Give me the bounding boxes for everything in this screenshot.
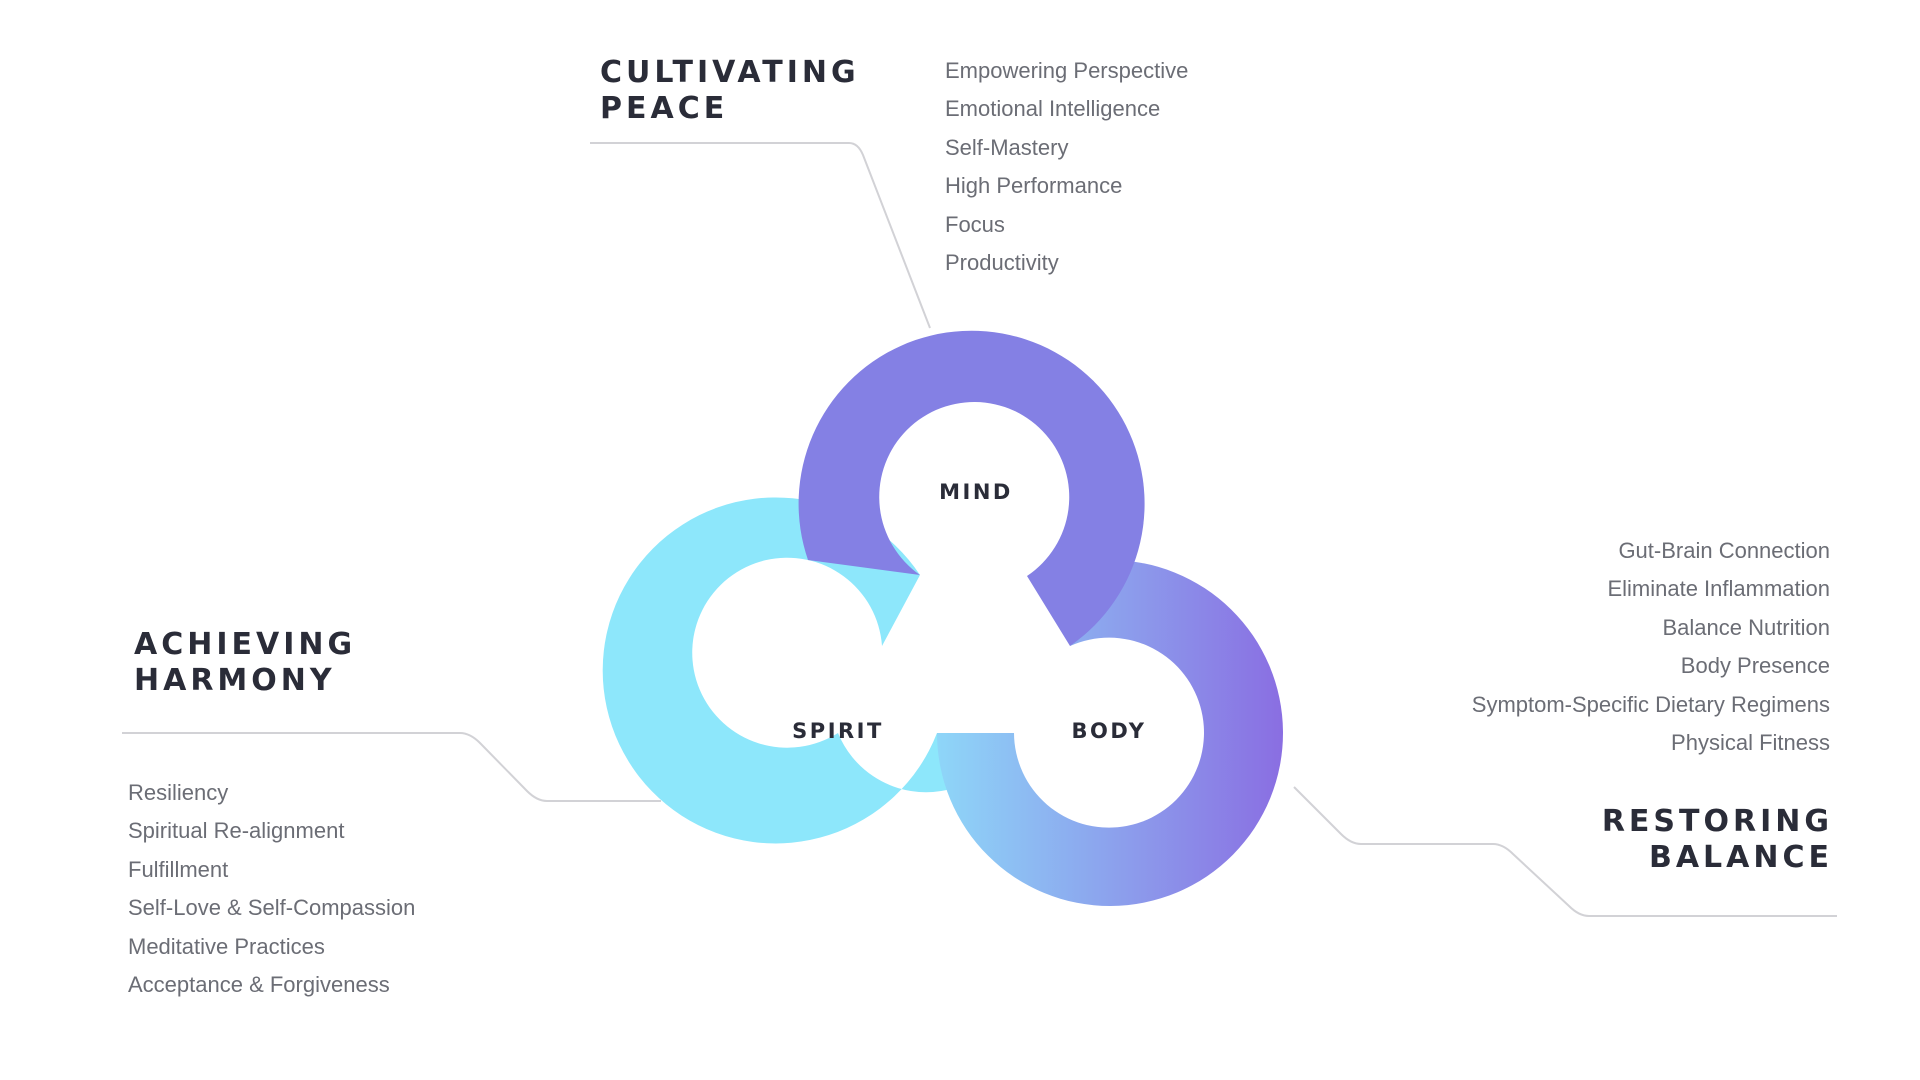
list-item: High Performance — [945, 173, 1123, 199]
list-item: Focus — [945, 211, 1005, 237]
spirit-topic-list: Resiliency Spiritual Re-alignment Fulfil… — [128, 774, 415, 1004]
list-item: Symptom-Specific Dietary Regimens — [1471, 691, 1830, 717]
mind-heading: CULTIVATING PEACE — [600, 55, 860, 127]
spirit-heading-line-1: ACHIEVING — [134, 627, 357, 662]
mind-heading-line-2: PEACE — [600, 91, 729, 126]
mind-topic-list: Empowering Perspective Emotional Intelli… — [945, 52, 1188, 282]
body-connector-line — [1293, 786, 1837, 917]
list-item: Body Presence — [1680, 653, 1830, 679]
spirit-label: SPIRIT — [792, 719, 884, 743]
spirit-heading: ACHIEVING HARMONY — [134, 627, 356, 699]
body-heading: RESTORING BALANCE — [1602, 804, 1833, 876]
body-topic-list: Gut-Brain Connection Eliminate Inflammat… — [1472, 532, 1830, 762]
spirit-connector-line — [122, 732, 661, 802]
mind-connector-line — [590, 142, 931, 329]
list-item: Productivity — [945, 250, 1059, 276]
list-item: Eliminate Inflammation — [1607, 576, 1830, 602]
mind-ring — [798, 330, 1145, 646]
list-item: Gut-Brain Connection — [1618, 538, 1830, 563]
list-item: Fulfillment — [128, 856, 229, 882]
list-item: Self-Love & Self-Compassion — [128, 895, 416, 921]
list-item: Acceptance & Forgiveness — [128, 972, 390, 998]
list-item: Spiritual Re-alignment — [128, 818, 345, 844]
body-heading-line-2: BALANCE — [1648, 840, 1833, 875]
mind-heading-line-1: CULTIVATING — [600, 55, 860, 90]
list-item: Empowering Perspective — [945, 58, 1189, 83]
body-label: BODY — [1072, 719, 1147, 743]
spirit-heading-line-2: HARMONY — [134, 663, 336, 698]
list-item: Balance Nutrition — [1662, 614, 1830, 640]
list-item: Self-Mastery — [945, 134, 1069, 160]
list-item: Meditative Practices — [128, 933, 325, 959]
list-item: Resiliency — [128, 780, 229, 805]
mind-label: MIND — [939, 480, 1013, 504]
list-item: Emotional Intelligence — [945, 96, 1161, 122]
body-heading-line-1: RESTORING — [1601, 804, 1833, 839]
spirit-ring — [602, 497, 1014, 844]
body-ring — [937, 559, 1283, 906]
list-item: Physical Fitness — [1671, 730, 1830, 756]
